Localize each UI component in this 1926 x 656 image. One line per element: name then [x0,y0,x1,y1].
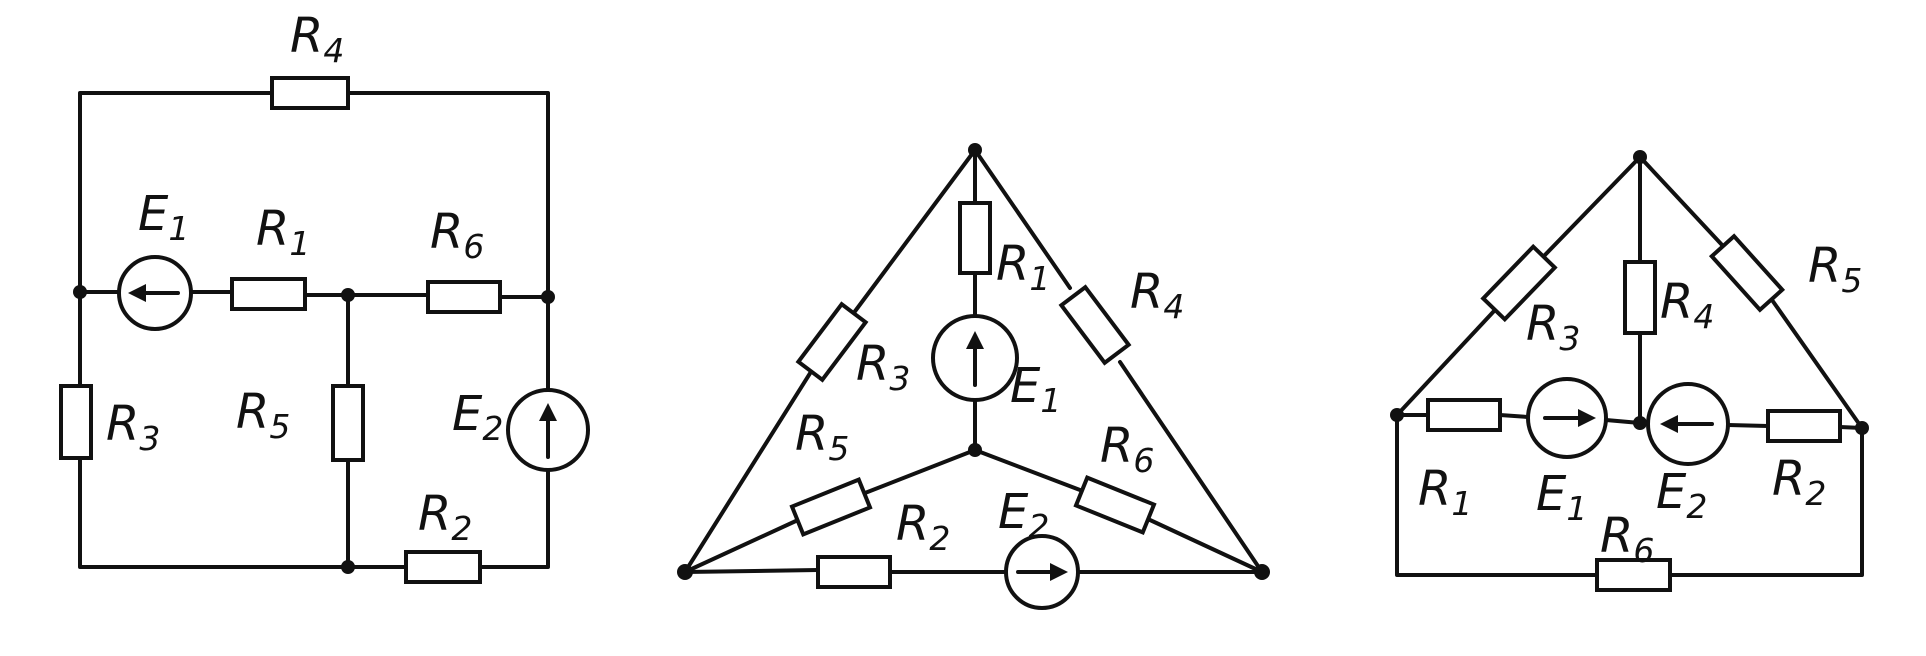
voltage-source-e1 [1526,377,1608,459]
wire-left-side-bottom [683,365,816,574]
resistor-r3 [795,301,869,383]
wire-right-side-bottom [1770,298,1864,430]
label-r6: R6 [1100,418,1154,480]
node-center [1633,416,1647,430]
resistor-r3 [1480,243,1558,323]
wire-left-bottom [78,456,408,569]
resistor-r5 [331,384,365,462]
label-r3: R3 [1526,296,1580,358]
resistor-r2 [816,555,892,589]
label-e2: E2 [452,386,503,448]
wire-r1-e1 [1498,413,1530,419]
label-r1: R1 [256,201,310,263]
label-r2: R2 [1772,451,1826,513]
node-left [1390,408,1404,422]
label-e1: E1 [1010,358,1061,420]
label-r1: R1 [996,236,1050,298]
label-e2: E2 [998,484,1049,546]
resistor-r4 [1623,260,1657,335]
resistor-r5 [1708,233,1786,313]
wire-r6-right [1148,518,1264,574]
node-bottom-left [677,564,693,580]
wire-left-side-top [848,148,977,320]
label-r5: R5 [795,406,849,468]
label-r5: R5 [236,384,290,446]
wire-left-side-bottom [1395,308,1497,417]
label-r4: R4 [290,8,344,70]
node-middle [341,288,355,302]
voltage-source-e2 [1646,382,1730,466]
label-r5: R5 [1808,238,1862,300]
resistor-r1 [1426,398,1502,432]
wire-top-left [78,91,274,292]
node-top [968,143,982,157]
voltage-source-e1 [931,314,1019,402]
wire-e2-r2 [1726,423,1770,428]
node-right [541,290,555,304]
label-e1: E1 [1536,466,1587,528]
label-r2: R2 [418,486,472,548]
wire-right-side-top [973,148,1072,290]
label-e2: E2 [1656,464,1707,526]
label-r2: R2 [896,496,950,558]
voltage-source-e1 [117,255,193,331]
label-r4: R4 [1130,264,1184,326]
wire-bottom-right [1668,426,1864,577]
circuit-diagram-1: R4 E1 R1 R6 R3 R5 E2 R2 [59,8,590,584]
circuit-diagram-3: R3 R4 R5 R1 E1 E2 R2 R6 [1390,150,1869,592]
wire-right-side-top [1638,155,1725,248]
node-right [1855,421,1869,435]
circuit-diagram-2: R1 R4 R3 E1 R5 R6 R2 E2 [677,143,1270,610]
node-left [73,285,87,299]
label-r3: R3 [856,336,910,398]
node-bottom [341,560,355,574]
resistor-r4 [1058,284,1132,366]
wire-left-bottom [1395,413,1599,577]
node-top [1633,150,1647,164]
wire-top-right [346,91,550,298]
wire-center-r5 [863,448,977,495]
label-r6: R6 [430,204,484,266]
resistor-r1 [230,277,307,311]
label-r6: R6 [1600,508,1654,570]
voltage-source-e2 [506,388,590,472]
resistor-r1 [958,201,992,275]
node-bottom-right [1254,564,1270,580]
wire-bottom-right [478,468,550,569]
wire-r5-left [683,518,800,574]
resistor-r2 [1766,409,1842,443]
node-center [968,443,982,457]
resistor-r2 [404,550,482,584]
resistor-r3 [59,384,93,460]
label-r4: R4 [1660,274,1714,336]
resistor-r6 [426,280,502,314]
resistor-r6 [1595,558,1672,592]
wire-bottom-left [683,568,820,574]
wire-center-r6 [973,448,1082,492]
wire-left-side-top [1541,155,1642,259]
voltage-source-e2 [1004,534,1080,610]
label-r1: R1 [1418,461,1472,523]
wire-right-side-bottom [1118,360,1264,574]
label-e1: E1 [138,186,189,248]
resistor-r4 [270,76,350,110]
resistor-r5 [789,477,873,537]
label-r3: R3 [106,396,160,458]
resistor-r6 [1073,475,1157,535]
